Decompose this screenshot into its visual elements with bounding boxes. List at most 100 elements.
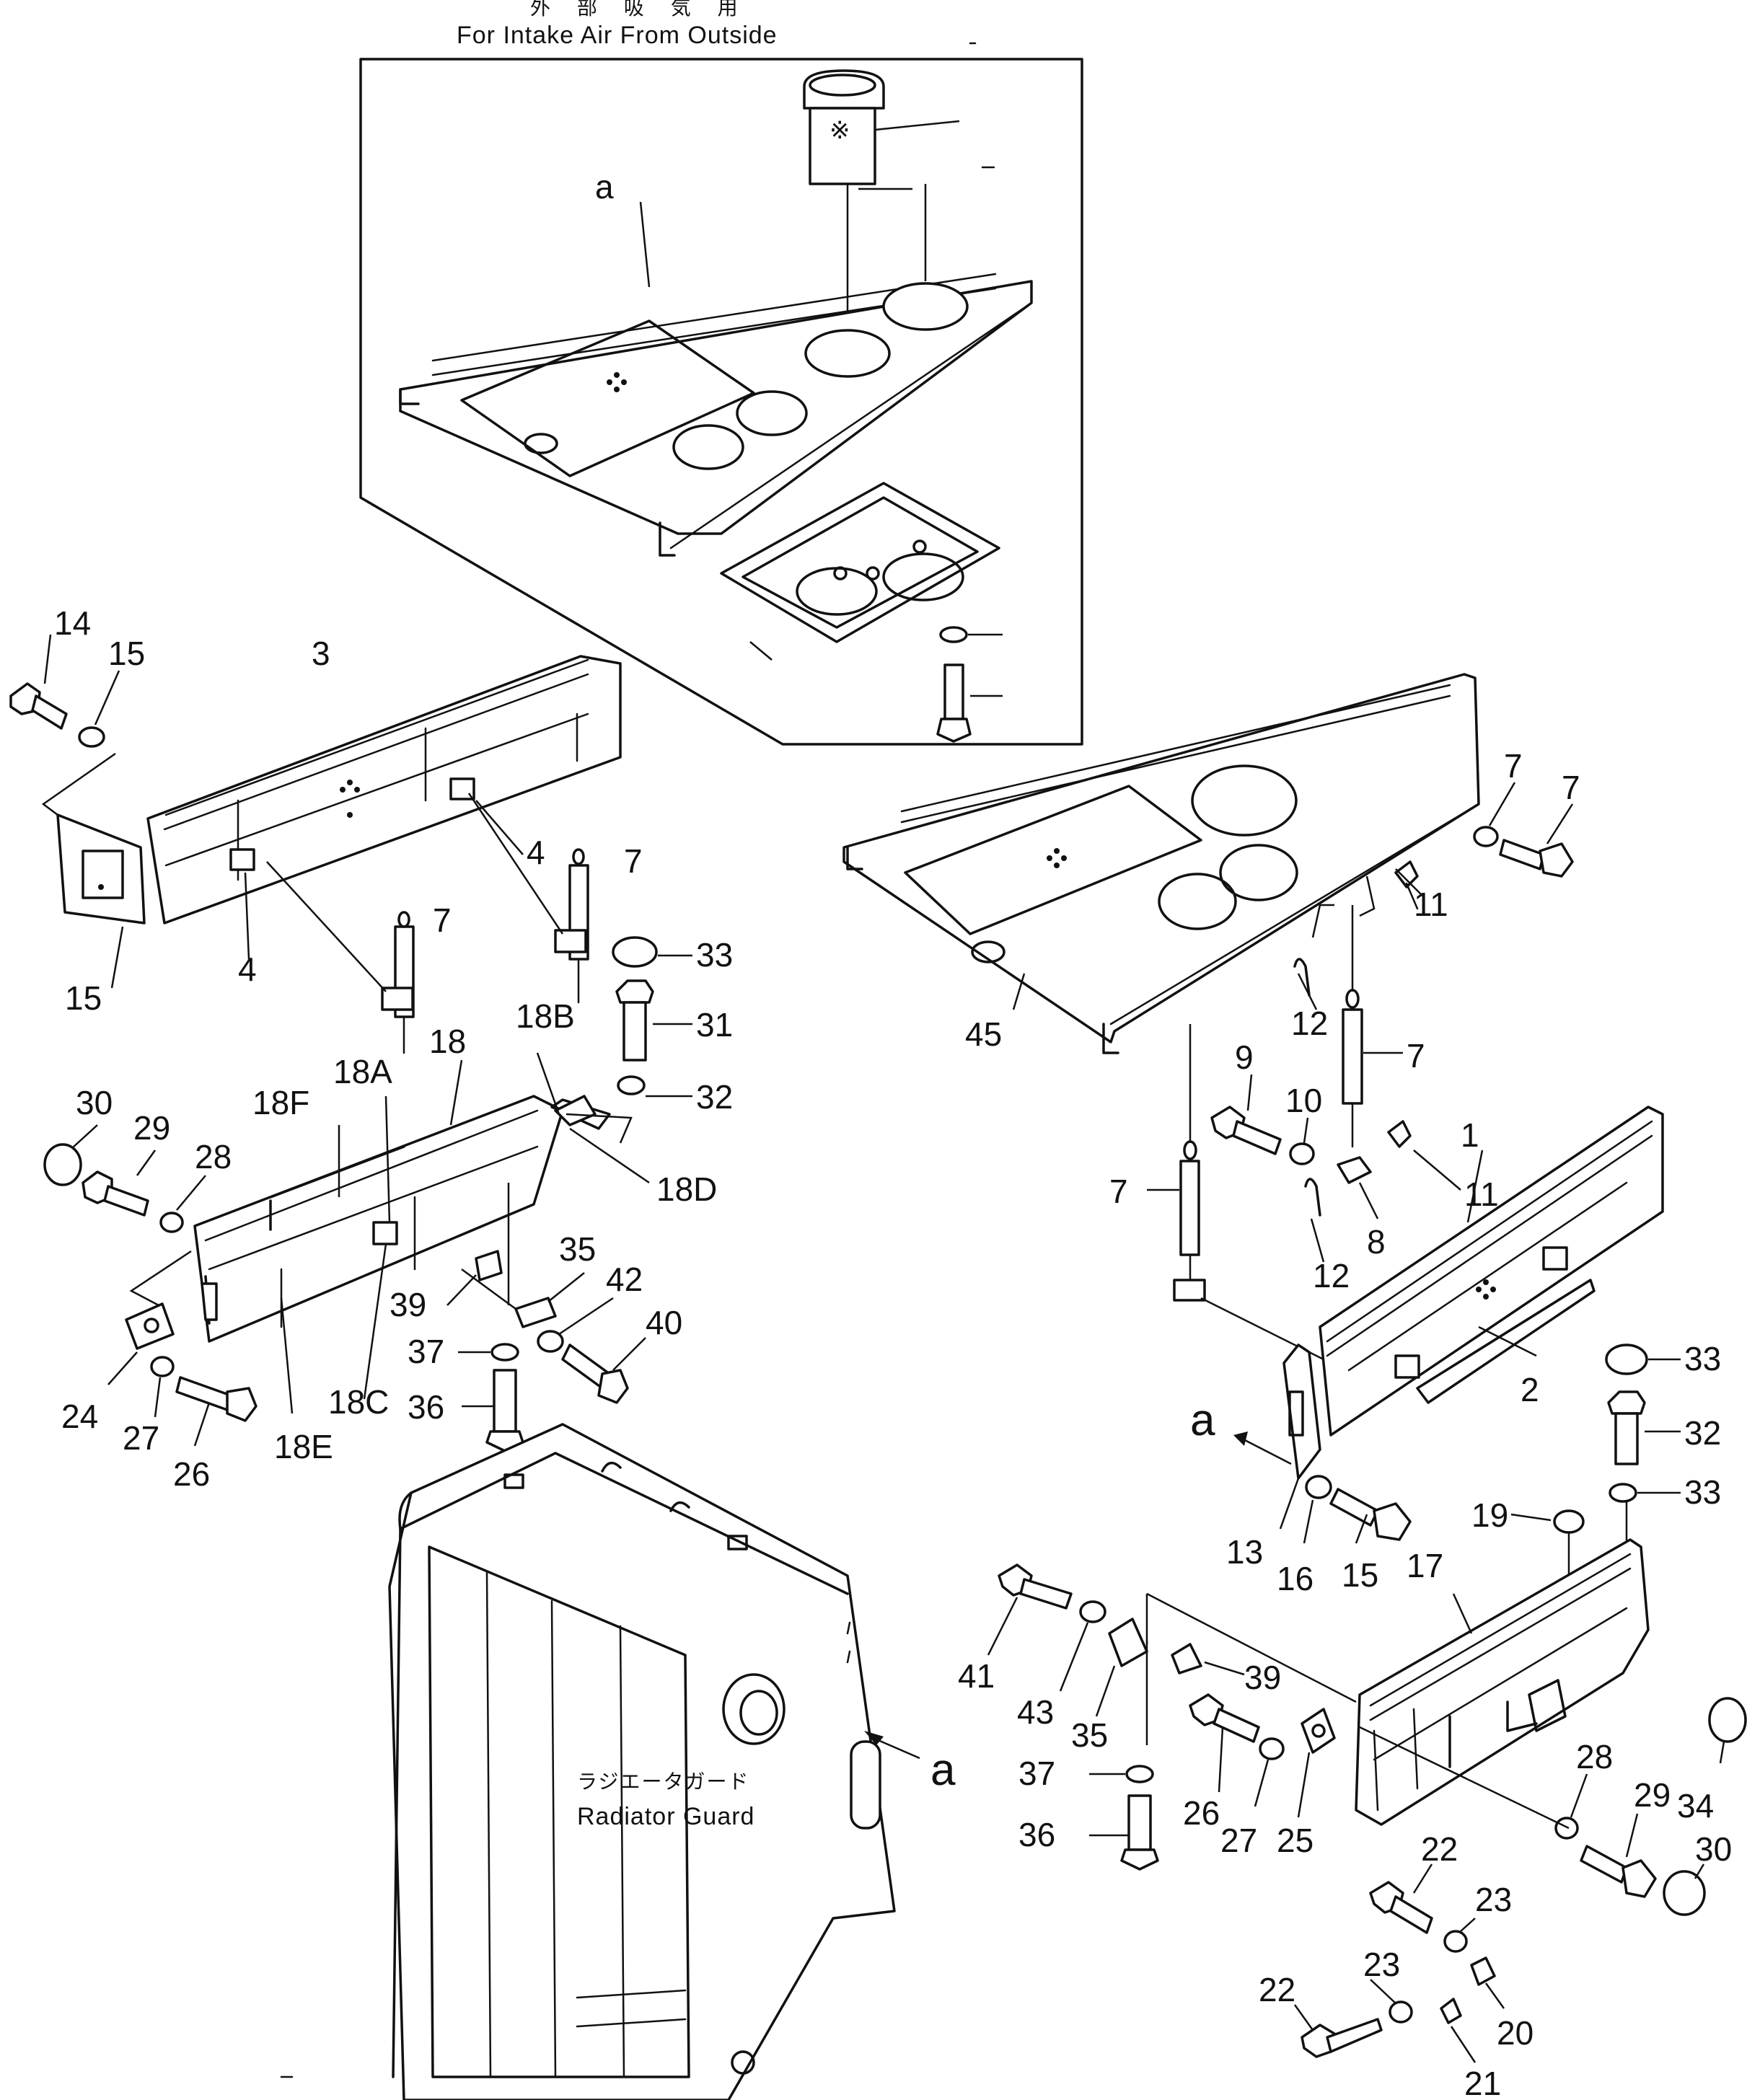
callout-26-a: 26 xyxy=(173,1455,210,1493)
bolt-38-left xyxy=(561,1337,646,1404)
washer-16-right xyxy=(1303,1475,1332,1544)
callout-26-b: 26 xyxy=(1183,1794,1220,1832)
washer-32-left xyxy=(617,1075,692,1098)
side-cover-18 xyxy=(193,1095,611,1343)
bracket-25 xyxy=(1297,1708,1336,1818)
intake-option-frame xyxy=(359,58,1083,746)
callout-11-a: 11 xyxy=(1414,886,1448,923)
callout-18F: 18F xyxy=(252,1084,309,1121)
bolt-28-right xyxy=(1580,1813,1657,1898)
callout-16-a: 15 xyxy=(108,635,145,672)
callout-34-a: 35 xyxy=(559,1230,596,1268)
clip-37-right xyxy=(1171,1643,1245,1676)
pin-12-lower xyxy=(1304,1178,1325,1263)
callout-4-b: 4 xyxy=(238,950,257,988)
cap-33-right-bottom xyxy=(1708,1697,1747,1764)
callout-34-b: 35 xyxy=(1071,1716,1108,1754)
callout-28-a: 29 xyxy=(133,1109,170,1147)
bolt-31-right xyxy=(1607,1390,1681,1465)
washer-16-upper xyxy=(78,670,120,748)
intake-caption-en: For Intake Air From Outside xyxy=(457,22,778,49)
callout-3: 3 xyxy=(312,635,330,672)
callout-5: 7 xyxy=(1562,769,1580,806)
callout-32-b: 33 xyxy=(1684,1473,1721,1511)
bolt-15-upper xyxy=(9,634,68,730)
pin-11-lower xyxy=(1387,1120,1461,1191)
callout-14: 15 xyxy=(65,979,102,1017)
callout-11-b: 11 xyxy=(1464,1175,1499,1213)
callout-33-b: 33 xyxy=(1684,1340,1721,1377)
bolt-9 xyxy=(1210,1074,1282,1155)
callout-24: 24 xyxy=(61,1398,98,1435)
callout-17: 17 xyxy=(1407,1547,1443,1584)
callout-6: 7 xyxy=(1504,747,1523,785)
callout-labels: a 14 15 3 4 7 7 4 15 33 31 32 18B 18 18A… xyxy=(54,168,1732,2100)
clip-21 xyxy=(1440,1998,1477,2063)
washer-45 xyxy=(939,626,1003,643)
washer-23-lower xyxy=(1370,1979,1413,2024)
washer-27-left xyxy=(150,1356,175,1418)
intake-top-panel-41 xyxy=(399,201,1033,557)
bolt-35-right xyxy=(1089,1794,1159,1871)
top-panel-40 xyxy=(842,673,1480,1054)
callout-12-a: 12 xyxy=(1291,1005,1328,1042)
washer-39-right xyxy=(1059,1600,1106,1692)
callout-18E: 18E xyxy=(274,1428,333,1465)
callout-40: 45 xyxy=(965,1015,1002,1053)
callout-19: 19 xyxy=(1471,1496,1508,1534)
callout-33-a: 33 xyxy=(696,936,733,974)
cap-30-left xyxy=(43,1124,98,1186)
pin-11-upper xyxy=(1394,860,1425,910)
callout-32-a: 32 xyxy=(696,1078,733,1116)
callout-22-a: 22 xyxy=(1421,1830,1458,1868)
callout-29-a: 28 xyxy=(195,1138,232,1175)
callout-23-a: 23 xyxy=(1475,1881,1512,1918)
gas-spring-7-left-a xyxy=(381,911,415,1054)
callout-18C: 18C xyxy=(328,1383,389,1421)
callout-7-c: 7 xyxy=(1407,1037,1425,1075)
bracket-34-left xyxy=(514,1272,585,1328)
callout-31-b: 32 xyxy=(1684,1414,1721,1452)
callout-7-b: 7 xyxy=(433,901,452,939)
radiator-guard xyxy=(388,1423,896,2100)
gas-spring-7-left-b xyxy=(554,848,589,1004)
bolt-22-lower xyxy=(1293,2004,1383,2058)
callout-16-b: 16 xyxy=(1277,1560,1313,1597)
callout-33-c: 34 xyxy=(1677,1787,1714,1825)
washer-6 xyxy=(1473,782,1516,847)
callout-8: 8 xyxy=(1367,1223,1386,1261)
intake-caption-jp: 外 部 吸 気 用 xyxy=(530,0,748,19)
callout-41: a xyxy=(595,168,614,206)
radiator-caption-jp: ラジエータガード xyxy=(577,1770,749,1794)
panel-2 xyxy=(1416,1279,1596,1404)
svg-text:※: ※ xyxy=(830,116,850,145)
callout-1: 1 xyxy=(1461,1116,1479,1154)
washer-29-right xyxy=(1554,1773,1588,1840)
pin-12-upper xyxy=(1293,958,1318,1010)
side-cover-17 xyxy=(1355,1538,1650,1826)
callout-29-b: 28 xyxy=(1576,1738,1613,1775)
callout-37-a: 39 xyxy=(390,1286,426,1323)
view-arrow-a-bracket xyxy=(1233,1431,1248,1446)
callout-7-a: 7 xyxy=(624,842,643,880)
callout-18D: 18D xyxy=(656,1170,717,1208)
callout-12-b: 12 xyxy=(1313,1257,1350,1294)
callout-37-b: 39 xyxy=(1244,1659,1281,1696)
bracket-34-right xyxy=(1095,1618,1148,1717)
callout-2: 2 xyxy=(1521,1371,1539,1408)
clip-20 xyxy=(1470,1956,1505,2009)
side-cover-1 xyxy=(1319,1106,1664,1437)
callout-21: 21 xyxy=(1464,2065,1501,2100)
washer-36-left xyxy=(458,1343,519,1362)
callout-18B: 18B xyxy=(516,997,575,1035)
view-arrow-a-guard xyxy=(864,1731,884,1745)
washer-23-upper xyxy=(1443,1918,1476,1953)
callout-30-b: 30 xyxy=(1695,1830,1732,1868)
callout-36-a: 37 xyxy=(408,1333,444,1370)
callout-15-a: 14 xyxy=(54,604,91,642)
callout-18: 18 xyxy=(429,1023,466,1060)
clip-37-left xyxy=(446,1250,503,1306)
callout-18A: 18A xyxy=(333,1053,392,1090)
